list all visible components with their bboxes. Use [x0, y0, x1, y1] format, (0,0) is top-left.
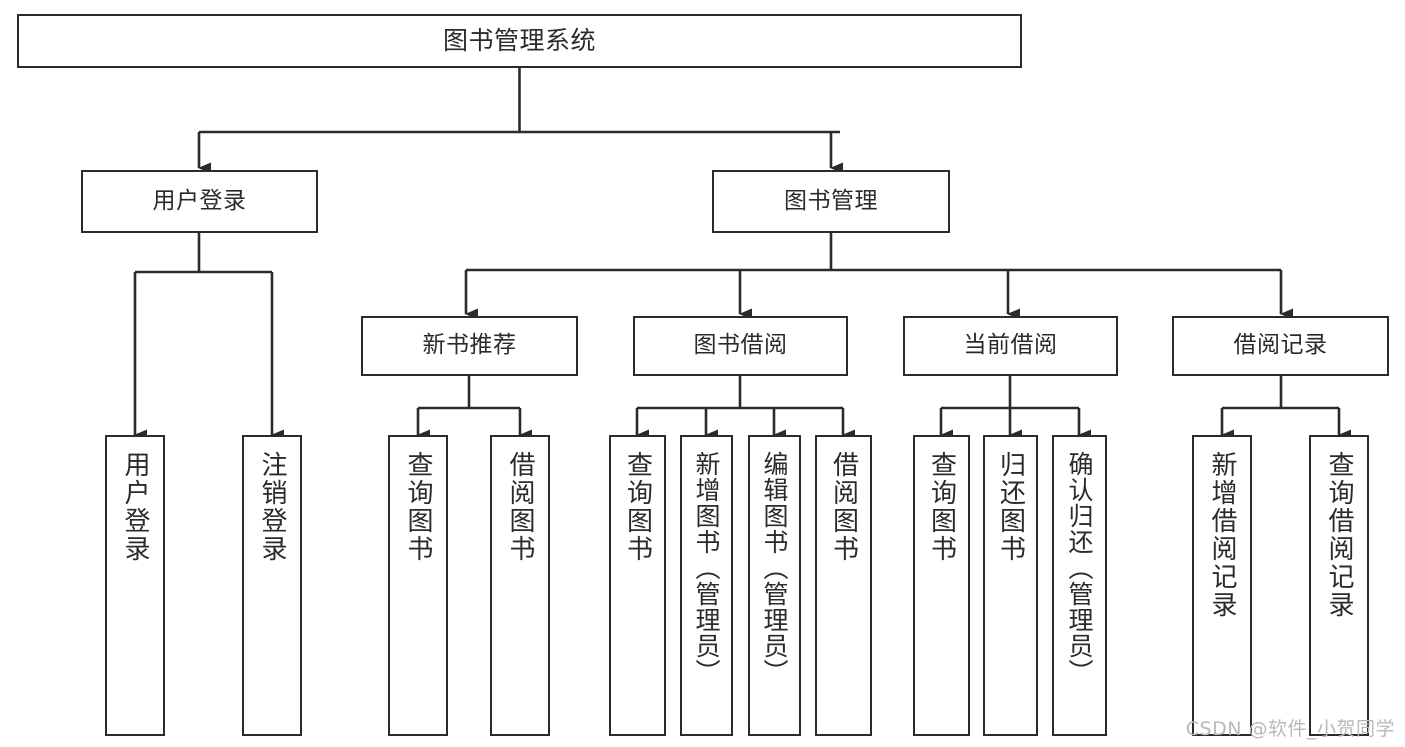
watermark-text: CSDN @软件_小贺同学 [1185, 718, 1395, 740]
leaf-newbook-borrow-book[interactable]: 借阅图书 [490, 435, 550, 736]
leaf-current-query-book[interactable]: 查询图书 [913, 435, 970, 736]
leaf-borrow-borrow-book[interactable]: 借阅图书 [815, 435, 872, 736]
node-book-management[interactable]: 图书管理 [712, 170, 950, 233]
leaf-borrow-query-book[interactable]: 查询图书 [609, 435, 666, 736]
leaf-user-login-login[interactable]: 用户登录 [105, 435, 165, 736]
leaf-newbook-query-book[interactable]: 查询图书 [388, 435, 448, 736]
leaf-user-login-logout[interactable]: 注销登录 [242, 435, 302, 736]
leaf-record-add-record[interactable]: 新增借阅记录 [1192, 435, 1252, 736]
node-new-book-recommend[interactable]: 新书推荐 [361, 316, 578, 376]
leaf-label: 新增图书（管理员） [692, 451, 721, 685]
node-book-borrow[interactable]: 图书借阅 [633, 316, 848, 376]
leaf-label: 新增借阅记录 [1207, 451, 1238, 619]
leaf-record-query-record[interactable]: 查询借阅记录 [1309, 435, 1369, 736]
node-user-login[interactable]: 用户登录 [81, 170, 318, 233]
leaf-label: 查询借阅记录 [1324, 451, 1355, 619]
leaf-label: 归还图书 [995, 451, 1026, 563]
leaf-label: 借阅图书 [828, 451, 859, 563]
leaf-current-return-book[interactable]: 归还图书 [983, 435, 1038, 736]
leaf-label: 查询图书 [622, 451, 653, 563]
node-root-system[interactable]: 图书管理系统 [17, 14, 1022, 68]
node-current-borrow[interactable]: 当前借阅 [903, 316, 1118, 376]
leaf-borrow-add-book-admin[interactable]: 新增图书（管理员） [680, 435, 733, 736]
node-borrow-record[interactable]: 借阅记录 [1172, 316, 1389, 376]
leaf-label: 用户登录 [120, 451, 151, 563]
leaf-label: 查询图书 [403, 451, 434, 563]
leaf-label: 查询图书 [926, 451, 957, 563]
leaf-borrow-edit-book-admin[interactable]: 编辑图书（管理员） [748, 435, 801, 736]
leaf-label: 借阅图书 [505, 451, 536, 563]
leaf-label: 注销登录 [257, 451, 288, 563]
leaf-label: 编辑图书（管理员） [760, 451, 789, 685]
leaf-current-confirm-return-admin[interactable]: 确认归还（管理员） [1052, 435, 1107, 736]
leaf-label: 确认归还（管理员） [1065, 451, 1094, 685]
